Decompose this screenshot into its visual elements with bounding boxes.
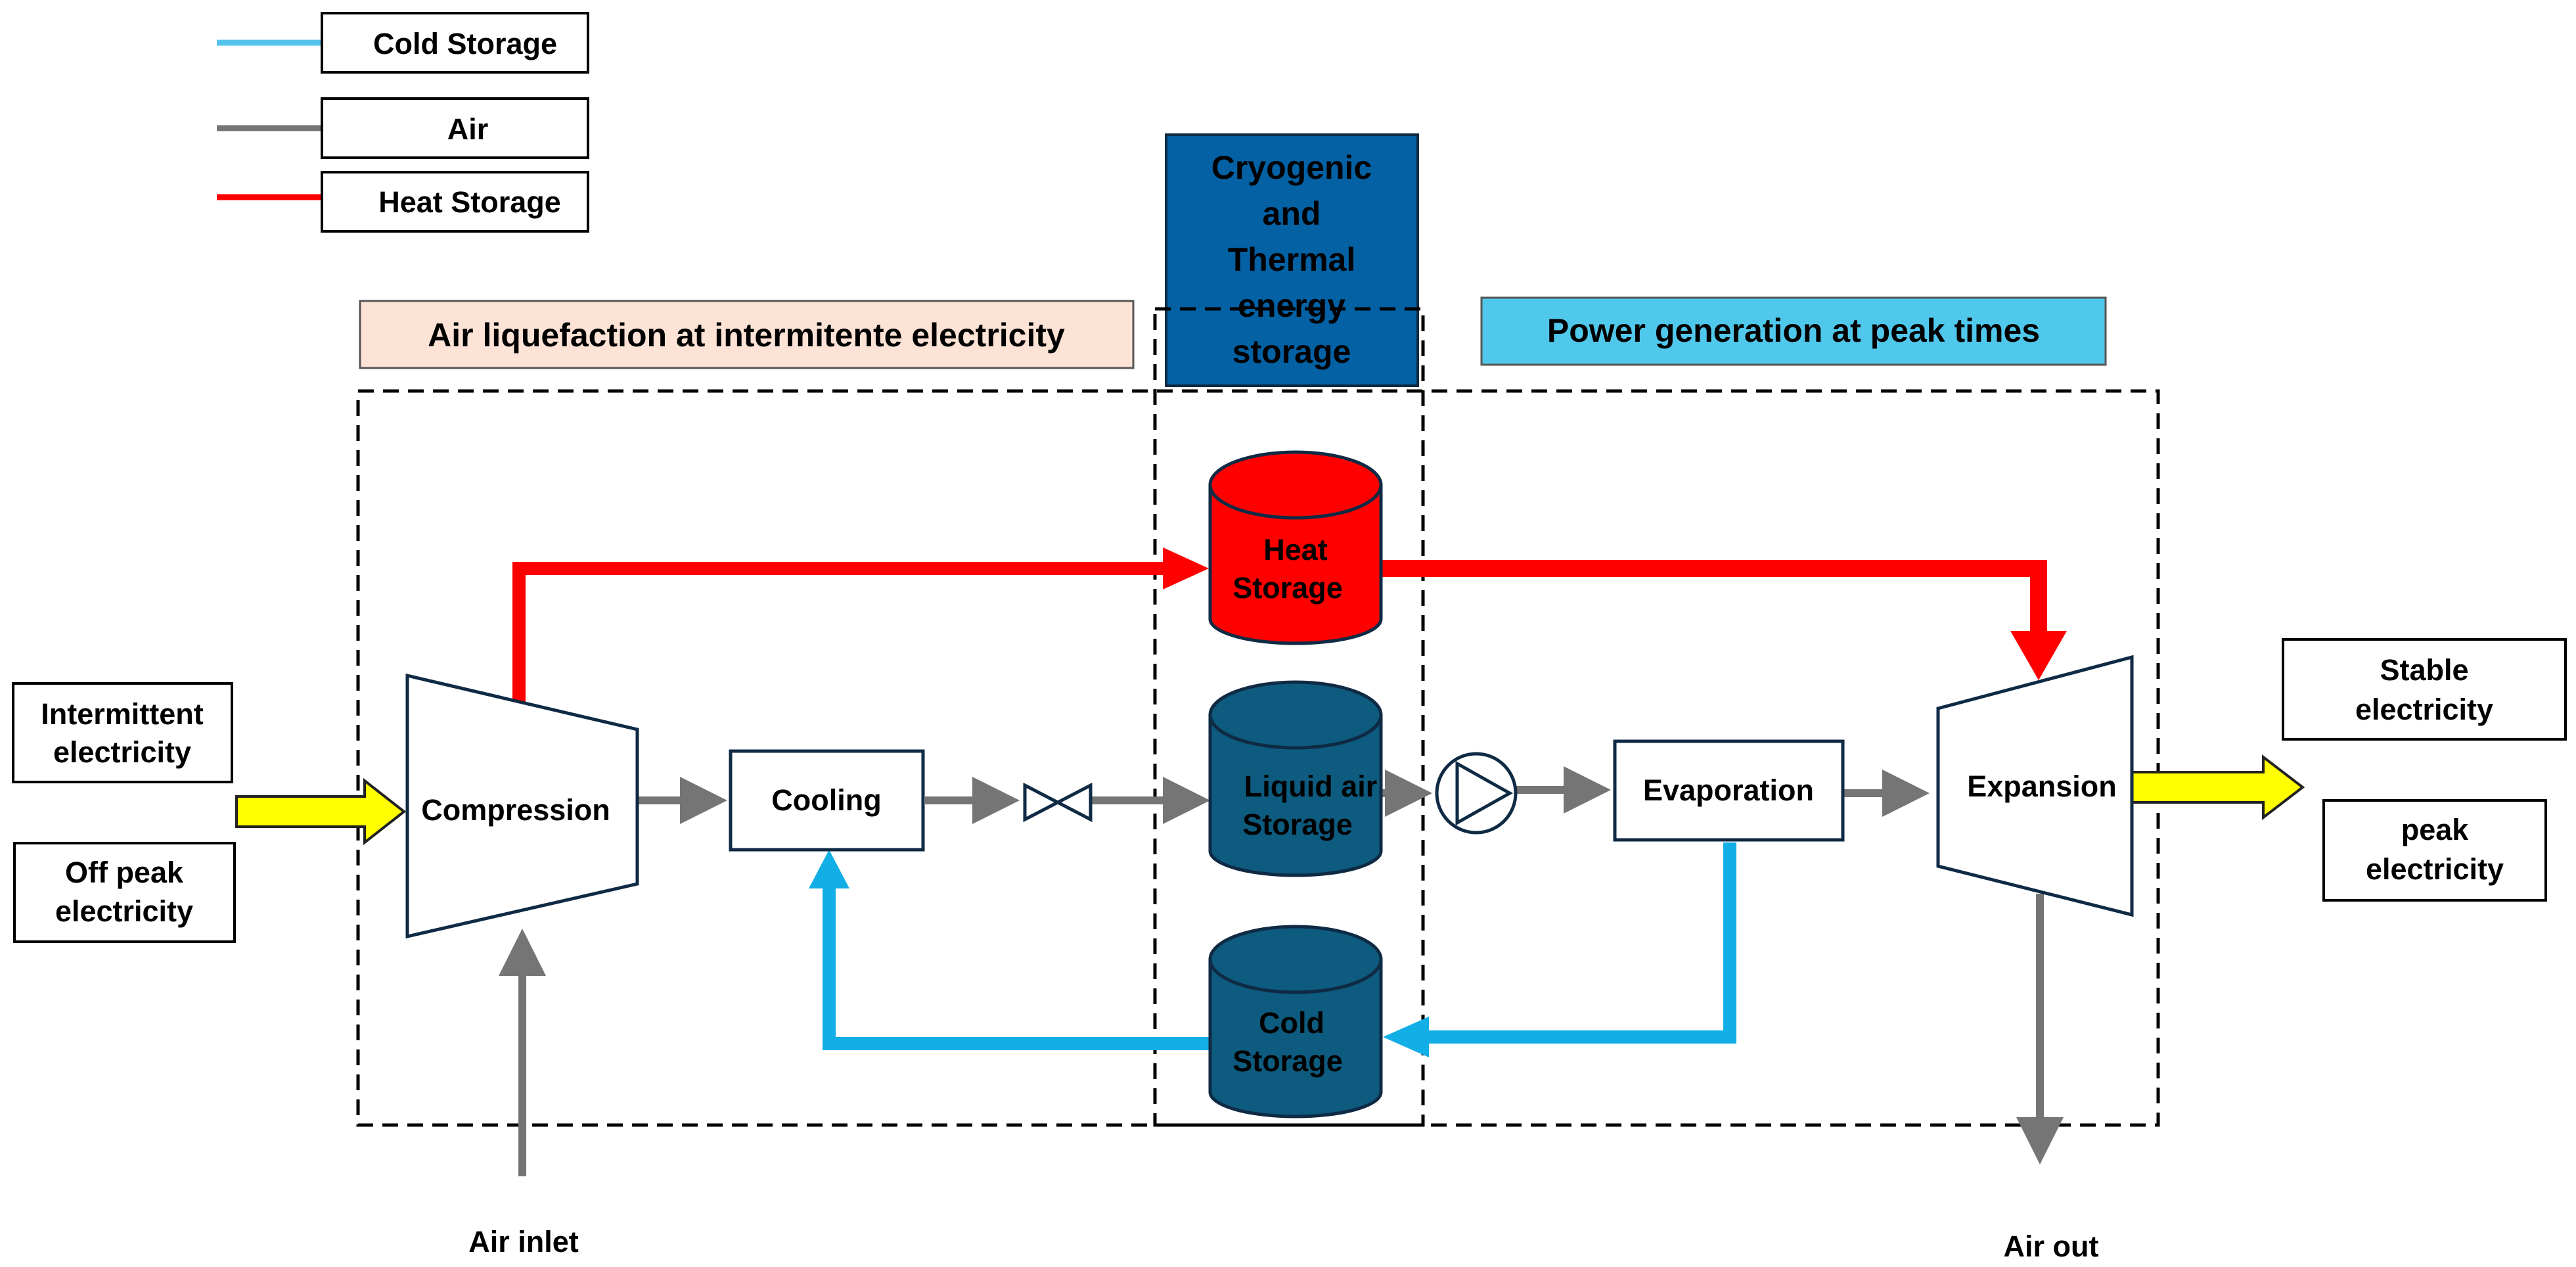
intermittent-electricity-line1: Intermittent	[41, 697, 204, 731]
heat-flow-to-storage-arrowhead	[1163, 547, 1209, 589]
dashed-regions	[356, 307, 2160, 1127]
legend-cold-label: Cold Storage	[373, 27, 557, 60]
cooling-label: Cooling	[771, 783, 881, 817]
cold-tank-line1: Cold	[1259, 1006, 1324, 1040]
electricity-output-arrow	[2131, 754, 2305, 821]
offpeak-electricity-box	[13, 842, 236, 943]
peak-electricity-line1: peak	[2401, 813, 2470, 846]
air-inlet-label: Air inlet	[468, 1225, 579, 1258]
stable-electricity-box	[2282, 638, 2567, 741]
cooling-unit	[729, 749, 925, 852]
cold-flow-to-cooling-arrowhead	[809, 850, 849, 888]
peak-electricity-line2: electricity	[2366, 852, 2504, 886]
heat-storage-tank: Heat Storage	[1208, 450, 1383, 645]
storage-header	[1165, 133, 1419, 387]
legend-heat-label: Heat Storage	[378, 185, 561, 219]
offpeak-electricity-line2: electricity	[55, 894, 193, 928]
liquefaction-header	[359, 300, 1135, 369]
heat-tank-top	[1208, 450, 1383, 520]
stable-electricity-line2: electricity	[2355, 693, 2493, 726]
heat-flow-to-expansion-arrowhead	[2010, 631, 2067, 680]
cold-flow-to-storage-arrowhead	[1383, 1017, 1429, 1057]
storage-header-line4: energy	[1238, 287, 1345, 324]
cold-flow-to-cooling	[823, 888, 1210, 1050]
electricity-input-arrow	[235, 777, 407, 846]
legend-air-box	[321, 97, 589, 159]
compression-label: Compression	[421, 793, 610, 827]
cold-storage-tank: Cold Storage	[1208, 925, 1383, 1118]
storage-boundary	[1153, 307, 1425, 1127]
intermittent-electricity-box	[12, 682, 233, 783]
cold-flow-to-storage	[1429, 842, 1736, 1044]
valve-left-triangle	[1023, 782, 1062, 823]
cold-tank-line2: Storage	[1232, 1044, 1343, 1078]
air-out-label: Air out	[2004, 1230, 2099, 1263]
generation-header-label: Power generation at peak times	[1547, 312, 2040, 349]
legend-air-label: Air	[447, 112, 489, 146]
compression-unit	[405, 673, 639, 939]
liquid-tank-body	[1208, 715, 1383, 877]
stable-electricity-line1: Stable	[2380, 653, 2468, 687]
storage-header-line2: and	[1263, 195, 1321, 232]
heat-flow-to-expansion	[1380, 560, 2047, 631]
heat-tank-line2: Storage	[1232, 571, 1343, 605]
expansion-unit	[1936, 655, 2134, 917]
offpeak-electricity-line1: Off peak	[65, 856, 184, 889]
generation-header	[1480, 296, 2107, 366]
liquid-tank-line2: Storage	[1242, 808, 1353, 841]
heat-tank-body	[1208, 485, 1383, 645]
liquefaction-header-label: Air liquefaction at intermitente electri…	[428, 317, 1065, 354]
pump	[1435, 752, 1518, 835]
peak-electricity-box	[2322, 799, 2547, 902]
cold-tank-top	[1208, 925, 1383, 994]
air-flow	[499, 766, 2064, 1176]
storage-header-line1: Cryogenic	[1211, 149, 1372, 186]
legend: Cold Storage Air Heat Storage	[217, 12, 589, 233]
storage-header-line3: Thermal	[1228, 241, 1356, 278]
expansion-label: Expansion	[1967, 770, 2117, 803]
liquid-air-storage-tank: Liquid air Storage	[1208, 680, 1383, 877]
expansion-valve	[1023, 782, 1093, 823]
cold-tank-body	[1208, 959, 1383, 1118]
legend-cold-box	[321, 12, 589, 74]
pump-triangle	[1455, 760, 1514, 826]
heat-tank-line1: Heat	[1263, 533, 1328, 566]
liquid-tank-line1: Liquid air	[1244, 770, 1378, 803]
intermittent-electricity-line2: electricity	[53, 735, 191, 769]
evaporation-unit	[1613, 739, 1845, 842]
heat-flow	[512, 547, 2067, 703]
valve-right-triangle	[1054, 782, 1093, 823]
evaporation-label: Evaporation	[1643, 773, 1814, 807]
storage-header-line5: storage	[1232, 333, 1351, 370]
liquid-tank-top	[1208, 680, 1383, 750]
cold-flow	[809, 842, 1736, 1057]
heat-flow-to-storage	[512, 562, 1163, 703]
legend-heat-box	[321, 171, 589, 233]
